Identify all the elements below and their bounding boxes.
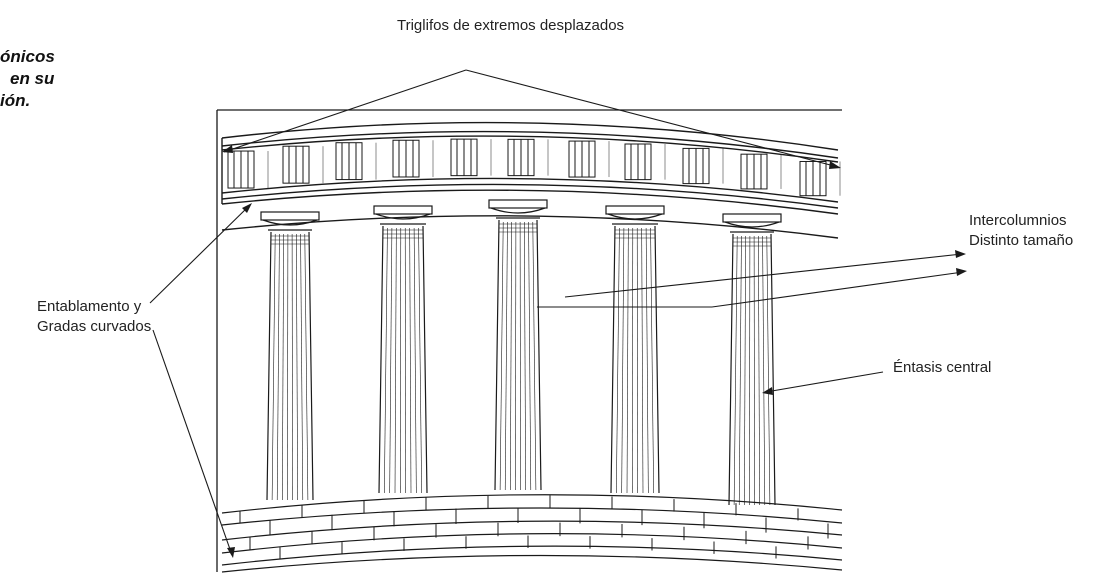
triglifos-arrowheads — [222, 145, 841, 169]
entablature — [221, 121, 839, 239]
label-entasis: Éntasis central — [893, 359, 992, 376]
side-note-line-1: ónicos — [0, 47, 55, 66]
triglyph — [799, 160, 841, 197]
triglyph — [335, 142, 377, 181]
label-intercolumnios-2: Distinto tamaño — [969, 232, 1074, 249]
label-entablamento-1: Entablamento y — [37, 298, 142, 315]
step-joints — [239, 495, 829, 560]
triglyph — [568, 140, 610, 178]
triglyph — [624, 143, 666, 181]
entasis-arrowhead — [762, 387, 773, 395]
triglyph — [682, 147, 724, 185]
entablamento-pointer-lines — [149, 204, 251, 556]
triglyph — [392, 139, 434, 178]
triglyph — [227, 150, 269, 189]
triglyph — [507, 138, 549, 177]
triglyphs-row — [227, 138, 841, 197]
side-note: ónicos en su ión. — [0, 46, 55, 112]
stylobate-steps — [221, 494, 843, 573]
triglyph — [740, 153, 782, 190]
intercolumnios-arrowheads — [955, 250, 967, 276]
image-frame — [216, 109, 842, 572]
triglyph — [282, 145, 324, 184]
columns — [260, 199, 782, 506]
label-intercolumnios-1: Intercolumnios — [969, 212, 1067, 229]
column — [488, 199, 548, 491]
column — [373, 205, 433, 494]
label-triglifos: Triglifos de extremos desplazados — [397, 17, 625, 34]
triglifos-pointer-lines — [223, 69, 839, 168]
column — [260, 211, 320, 501]
triglyph — [450, 138, 492, 177]
label-entablamento-2: Gradas curvados — [37, 318, 152, 335]
column — [605, 205, 665, 494]
entablamento-arrowheads — [227, 203, 252, 558]
intercolumnios-pointer-lines — [537, 253, 964, 308]
side-note-line-2: en su — [10, 69, 55, 88]
column — [722, 213, 782, 506]
entasis-pointer-line — [765, 371, 884, 393]
side-note-line-3: ión. — [0, 91, 31, 110]
